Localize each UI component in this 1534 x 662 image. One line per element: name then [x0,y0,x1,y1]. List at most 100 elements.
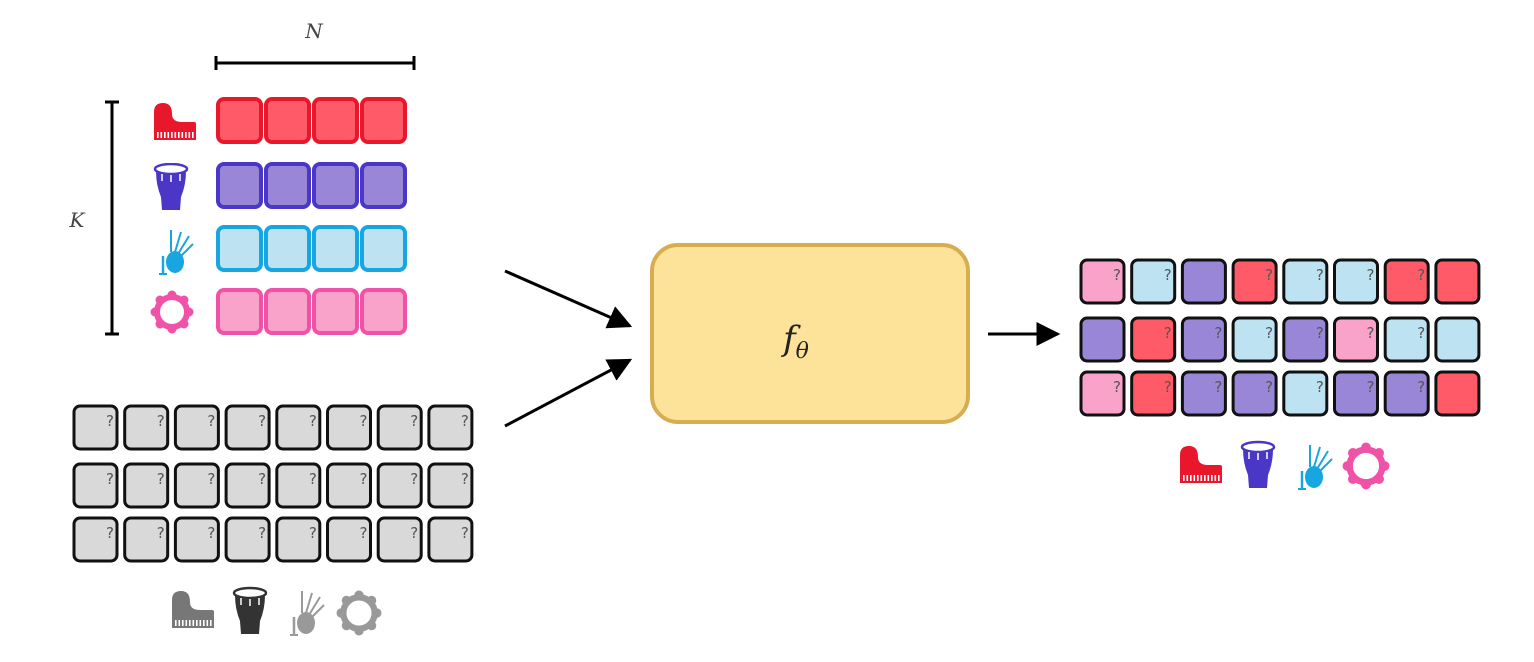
query-tile-unknown [72,404,119,451]
output-tile-piano [1434,370,1481,417]
output-tile-piano [1434,258,1481,305]
query-tile-unknown [224,404,271,451]
k-label: K [69,208,86,232]
question-mark: ? [157,470,165,488]
output-tile-drum [1383,370,1430,417]
piano-icon-output [1180,446,1222,483]
output-tile-bagpipe [1130,258,1177,305]
question-mark: ? [157,524,165,542]
support-tile-tambourine [264,288,311,335]
output-tile-tambourine [1079,370,1126,417]
query-tile-unknown [326,462,372,509]
question-mark: ? [1265,266,1273,284]
output-tile-piano [1130,370,1177,417]
query-tile-unknown [72,516,119,563]
question-mark: ? [410,524,418,542]
query-tile-unknown [224,462,271,509]
piano-icon [154,103,196,140]
support-tile-piano [216,97,263,144]
question-mark: ? [258,470,266,488]
question-mark: ? [1316,378,1324,396]
support-tile-bagpipe [360,225,407,272]
question-mark: ? [207,524,215,542]
question-mark: ? [1367,378,1375,396]
question-mark: ? [360,524,368,542]
output-tile-piano [1130,316,1177,363]
question-mark: ? [360,470,368,488]
conga-drum-icon [153,163,189,212]
query-tile-unknown [123,404,170,451]
support-tile-drum [312,162,359,209]
support-tile-bagpipe [264,225,311,272]
support-set-grid [216,97,407,335]
support-tile-tambourine [312,288,359,335]
question-mark: ? [360,412,368,430]
tambourine-icon-output [1343,443,1390,490]
query-tile-unknown [275,516,322,563]
question-mark: ? [1417,324,1425,342]
model-box [650,243,970,424]
output-tile-bagpipe [1282,258,1329,305]
piano-icon-grey [172,591,214,628]
question-mark: ? [309,524,317,542]
bagpipe-icon-output [1296,443,1334,491]
question-mark: ? [1265,324,1273,342]
question-mark: ? [461,412,469,430]
conga-drum-icon-grey [232,586,268,636]
question-mark: ? [1113,266,1121,284]
support-tile-tambourine [216,288,263,335]
question-mark: ? [1214,378,1222,396]
question-mark: ? [309,412,317,430]
output-tile-drum [1333,370,1379,417]
k-bracket [105,100,119,336]
n-bracket [214,56,416,70]
question-mark: ? [1164,324,1172,342]
question-mark: ? [1316,324,1324,342]
query-tile-unknown [326,404,372,451]
query-tile-unknown [275,462,322,509]
arrow-query-to-model [504,358,633,428]
output-tile-drum [1231,370,1278,417]
support-tile-tambourine [360,288,407,335]
output-tile-bagpipe [1282,370,1329,417]
query-tile-unknown [326,516,372,563]
question-mark: ? [1113,378,1121,396]
support-tile-piano [312,97,359,144]
output-tile-piano [1383,258,1430,305]
question-mark: ? [1367,324,1375,342]
arrow-support-to-model [504,269,633,329]
output-tile-piano [1231,258,1278,305]
output-tile-drum [1079,316,1126,363]
bagpipe-icon-grey [288,589,326,637]
question-mark: ? [1417,266,1425,284]
question-mark: ? [207,412,215,430]
question-mark: ? [207,470,215,488]
question-mark: ? [410,412,418,430]
query-tile-unknown [123,516,170,563]
question-mark: ? [461,470,469,488]
tambourine-icon [151,291,194,334]
question-mark: ? [106,412,114,430]
support-tile-piano [360,97,407,144]
output-tile-drum [1180,316,1227,363]
question-mark: ? [258,412,266,430]
support-tile-drum [216,162,263,209]
query-tile-unknown [376,462,423,509]
question-mark: ? [1417,378,1425,396]
query-tile-unknown [427,404,474,451]
output-tile-drum [1180,258,1227,305]
output-tile-bagpipe [1383,316,1430,363]
output-tile-tambourine [1079,258,1126,305]
question-mark: ? [1316,266,1324,284]
question-mark: ? [106,470,114,488]
query-tile-unknown [173,516,220,563]
query-tile-unknown [173,462,220,509]
query-tile-unknown [173,404,220,451]
support-tile-bagpipe [216,225,263,272]
question-mark: ? [1164,378,1172,396]
query-tile-unknown [72,462,119,509]
query-tile-unknown [224,516,271,563]
output-tile-bagpipe [1231,316,1278,363]
output-tile-drum [1282,316,1329,363]
